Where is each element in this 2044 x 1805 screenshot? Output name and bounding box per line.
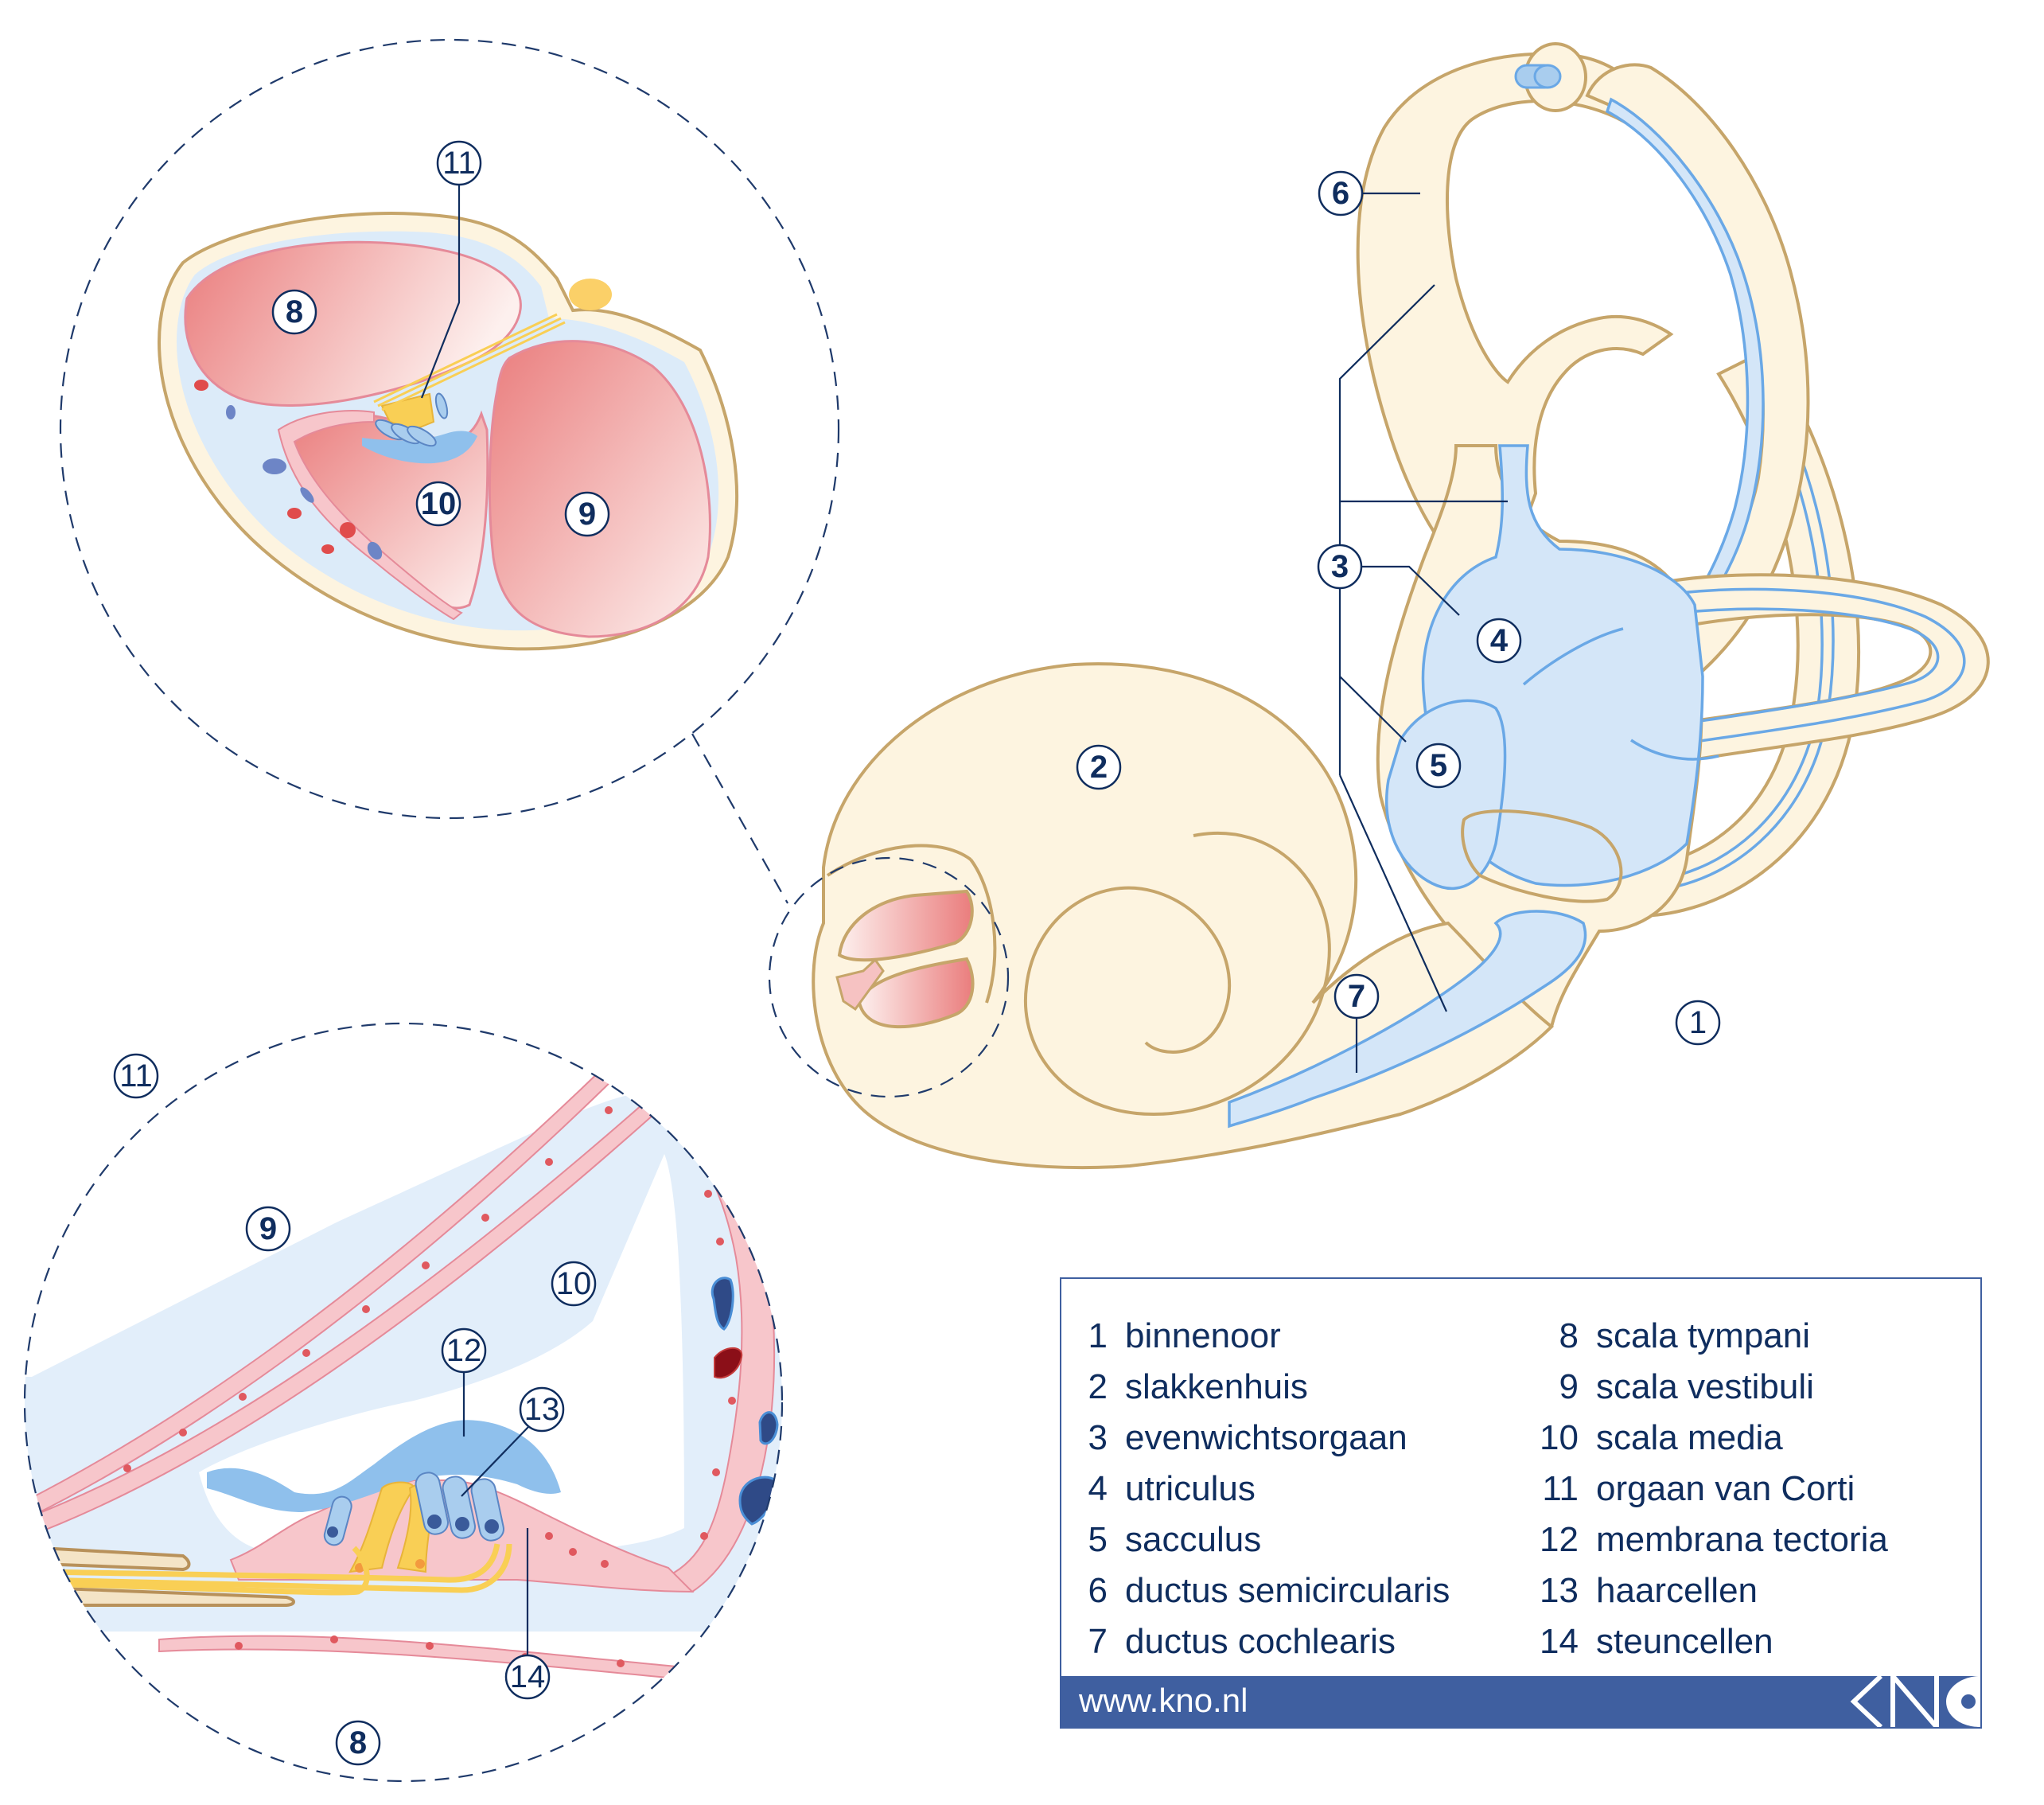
cell-nuclei (123, 1106, 736, 1667)
svg-text:11: 11 (442, 146, 476, 181)
svg-text:3: 3 (1331, 549, 1349, 584)
svg-text:10: 10 (421, 486, 457, 521)
organ-of-corti-detail (23, 1022, 784, 1783)
svg-text:10: 10 (556, 1266, 592, 1301)
svg-text:6: 6 (1332, 176, 1349, 211)
hair-cells-small (375, 392, 449, 447)
membrana-tectoria (207, 1420, 561, 1512)
leader-13 (461, 1426, 529, 1497)
callout-10-top: 10 (415, 481, 461, 527)
svg-text:8: 8 (349, 1725, 367, 1760)
sacculus (1385, 699, 1507, 890)
svg-text:9: 9 (259, 1211, 277, 1246)
legend-footer: www.kno.nl (1061, 1670, 1980, 1727)
svg-text:13: 13 (524, 1392, 560, 1427)
callout-10-bottom: 10 (551, 1261, 597, 1307)
callout-1: 1 (1675, 1000, 1721, 1046)
callout-8-bottom: 8 (335, 1720, 381, 1766)
callout-9-top: 9 (564, 491, 610, 537)
svg-text:8: 8 (286, 294, 303, 329)
ductus-cochlearis (1228, 910, 1587, 1129)
zoom-circle-bottom (23, 1022, 784, 1783)
kno-logo-icon (1850, 1670, 1980, 1727)
callout-2: 2 (1076, 744, 1122, 790)
callout-13: 13 (519, 1386, 565, 1433)
callout-14: 14 (504, 1654, 551, 1700)
svg-text:4: 4 (1490, 623, 1509, 658)
callout-11-bottom: 11 (113, 1053, 159, 1099)
svg-text:5: 5 (1430, 748, 1447, 783)
callout-3: 3 (1317, 544, 1363, 590)
hair-cells (323, 1472, 504, 1546)
zoom-circle-top (59, 38, 840, 820)
website-link[interactable]: www.kno.nl (1079, 1682, 1248, 1719)
superior-semicircular-canal (1356, 52, 1674, 608)
callout-5: 5 (1415, 743, 1462, 789)
leader-3-bracket (1338, 284, 1508, 1012)
svg-text:12: 12 (446, 1333, 482, 1368)
svg-text:11: 11 (119, 1058, 153, 1094)
callout-12: 12 (441, 1327, 487, 1374)
callouts: 1 2 3 4 5 6 7 8 9 10 11 8 9 10 11 12 13 … (113, 140, 1721, 1766)
svg-text:7: 7 (1348, 979, 1365, 1014)
callout-6: 6 (1318, 170, 1364, 216)
callout-4: 4 (1476, 618, 1522, 664)
inner-ear-main (812, 42, 1990, 1170)
callout-9-bottom: 9 (245, 1206, 291, 1252)
callout-7: 7 (1333, 973, 1380, 1019)
callout-11-top: 11 (436, 140, 482, 186)
svg-text:9: 9 (578, 497, 596, 532)
leader-4 (1362, 565, 1460, 616)
svg-text:14: 14 (510, 1659, 546, 1694)
leader-11-top (420, 185, 461, 399)
zoom-circle-small (768, 856, 1010, 1098)
callout-8-top: 8 (271, 289, 317, 335)
svg-text:1: 1 (1689, 1005, 1707, 1040)
svg-text:2: 2 (1090, 750, 1108, 785)
scala-vestibuli (488, 340, 711, 638)
